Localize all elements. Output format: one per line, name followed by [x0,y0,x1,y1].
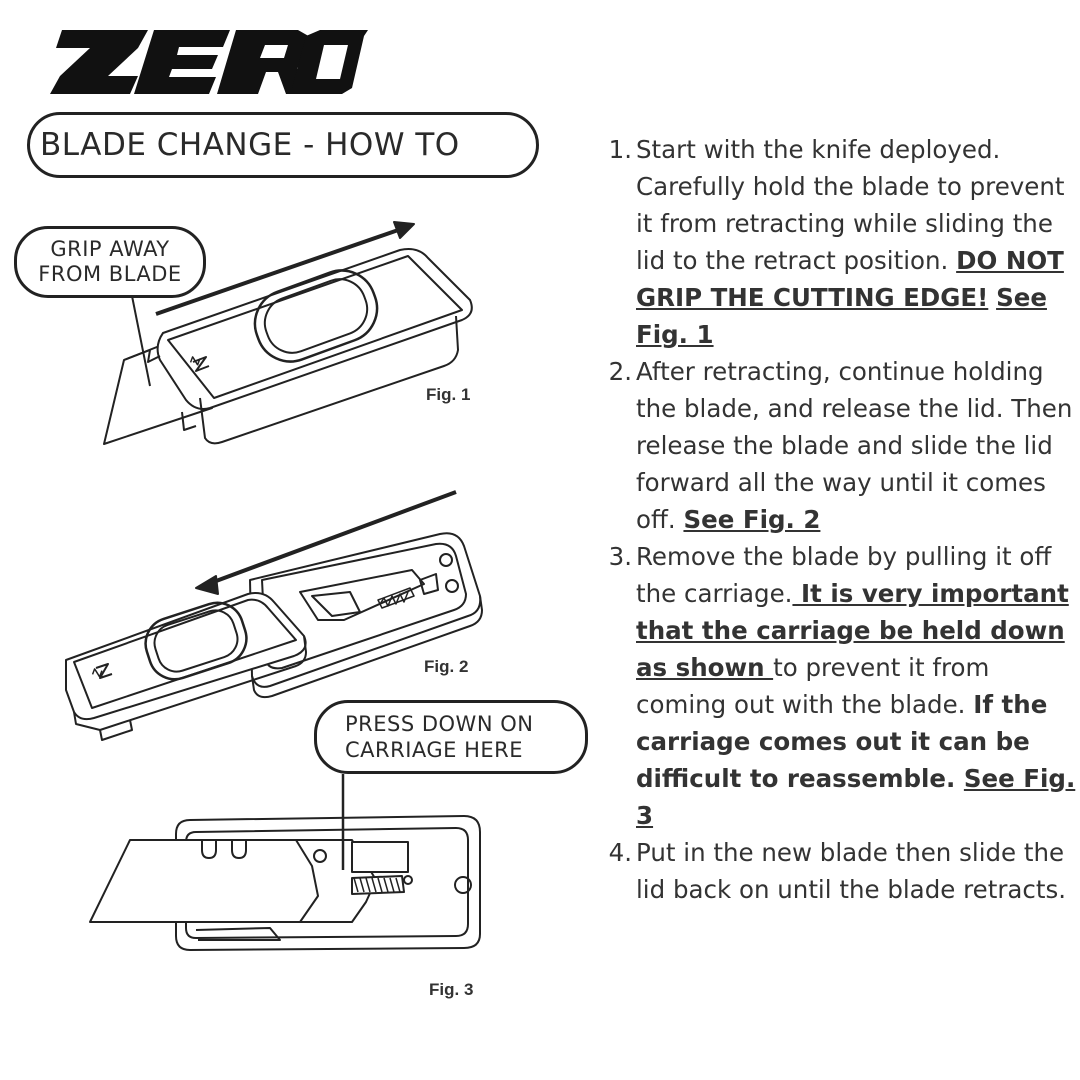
step-text: Remove the blade by pulling it off the c… [636,542,1052,608]
fig1-label: Fig. 1 [426,385,471,404]
step-warning: DO NOT GRIP THE CUTTING EDGE! [636,246,1064,312]
press-callout-line2: CARRIAGE HERE [345,738,524,762]
step-figure-ref: See Fig. 2 [683,505,821,534]
step-figure-ref: See Fig. 1 [636,283,1047,349]
fig3-label: Fig. 3 [429,980,474,999]
step-figure-ref: See Fig. 3 [636,764,1076,830]
step-text: After retracting, continue holding the b… [636,357,1073,534]
step-text-continued: to prevent it from coming out with the b… [636,653,990,719]
step-spacer [988,283,996,312]
step-number: 1. [608,135,632,164]
fig2-label: Fig. 2 [424,657,469,676]
fig2-illustration [65,490,483,741]
instruction-list: 1.Start with the knife deployed. Careful… [606,131,1076,908]
grip-away-callout: GRIP AWAY FROM BLADE [14,226,206,298]
page-title: BLADE CHANGE - HOW TO [27,112,539,178]
step-number: 4. [608,838,632,867]
instruction-step-4: 4.Put in the new blade then slide the li… [606,834,1076,908]
step-text: Start with the knife deployed. Carefully… [636,135,1065,275]
fig3-illustration [89,774,481,951]
grip-callout-line1: GRIP AWAY [50,237,170,261]
step-warning: If the carriage comes out it can be diff… [636,690,1048,793]
step-text: Put in the new blade then slide the lid … [636,838,1067,904]
press-down-callout: PRESS DOWN ON CARRIAGE HERE [314,700,588,774]
zero-logo [50,30,368,94]
instruction-step-1: 1.Start with the knife deployed. Careful… [606,131,1076,353]
knife-illustrations: Z Z [65,221,483,951]
step-emphasis: It is very important that the carriage b… [636,579,1069,682]
instruction-step-3: 3.Remove the blade by pulling it off the… [606,538,1076,834]
grip-callout-line2: FROM BLADE [38,262,182,286]
instruction-step-2: 2.After retracting, continue holding the… [606,353,1076,538]
step-number: 2. [608,357,632,386]
fig1-illustration [103,221,473,445]
press-callout-line1: PRESS DOWN ON [345,712,534,736]
step-number: 3. [608,542,632,571]
